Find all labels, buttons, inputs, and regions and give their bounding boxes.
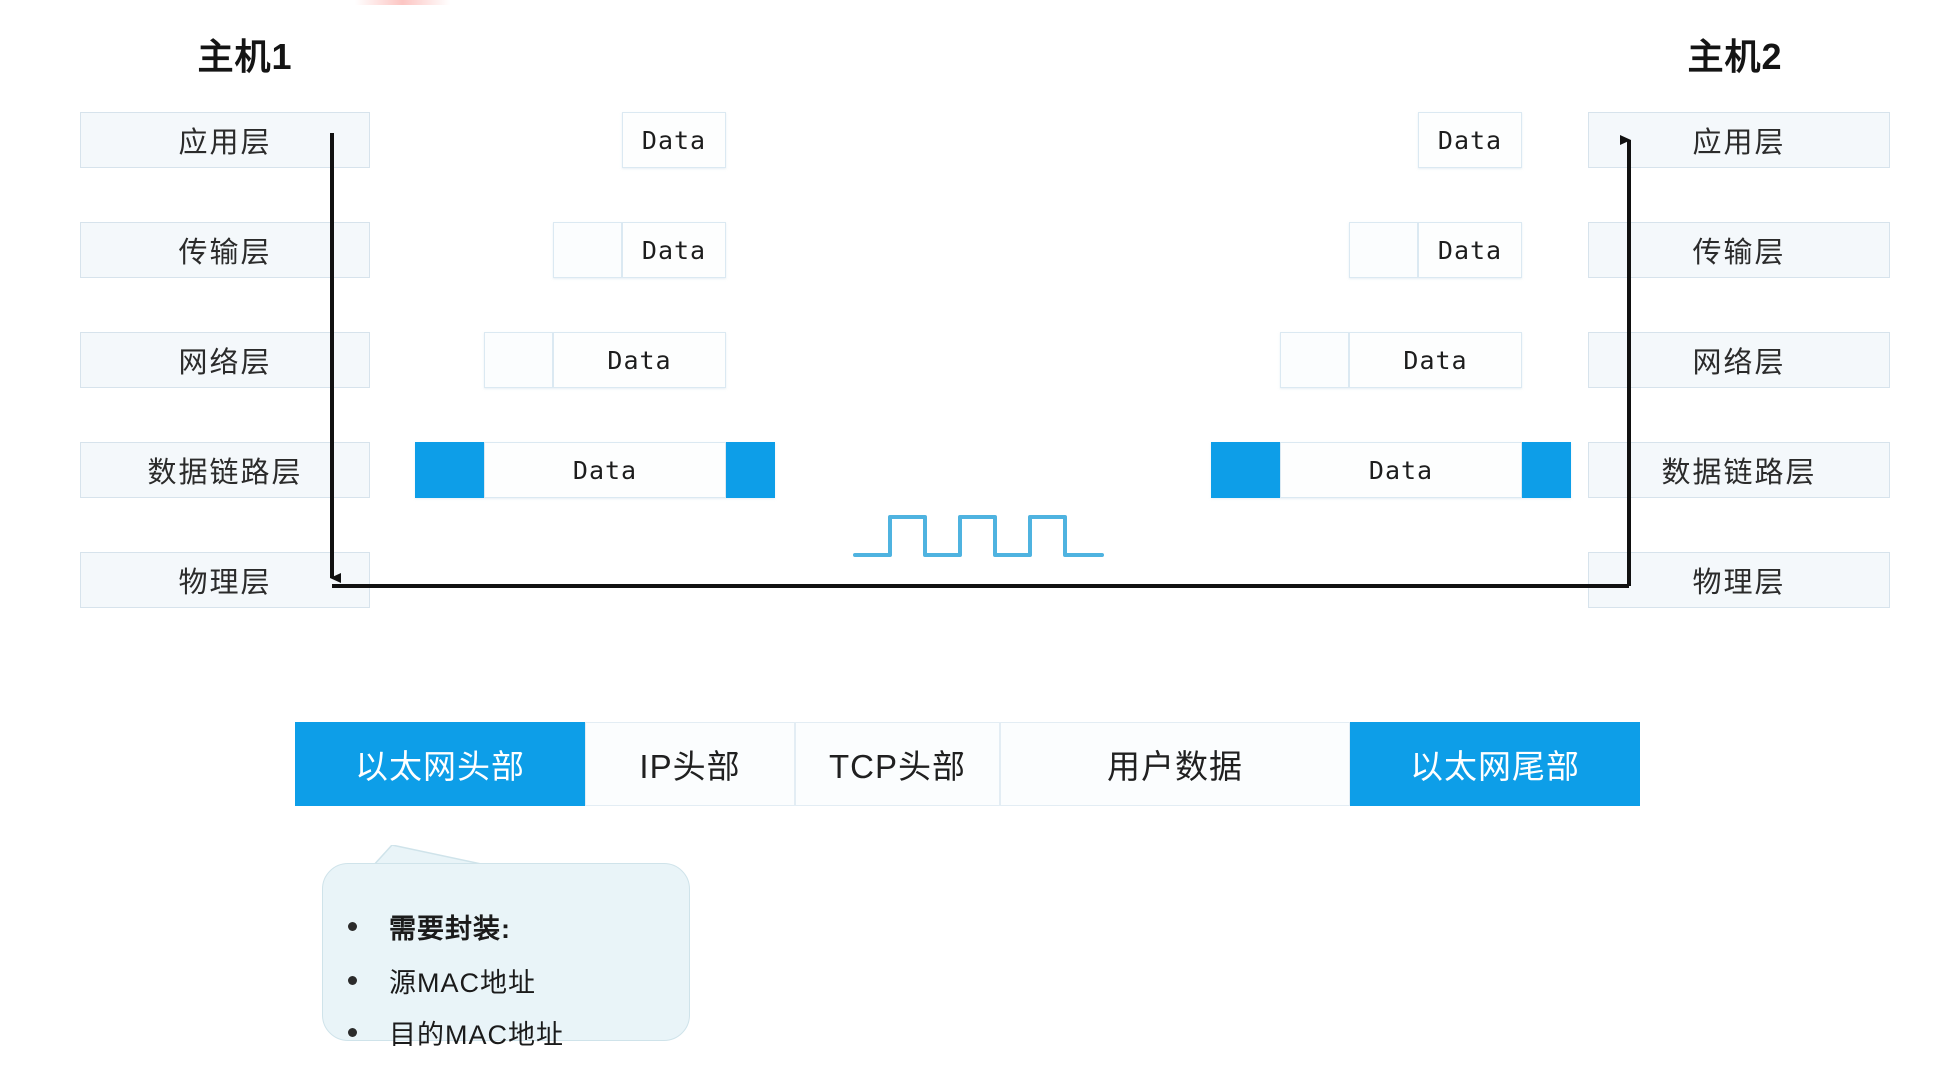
host2-layer-transport[interactable]: 传输层 <box>1588 222 1890 278</box>
encap-cell-ip-header[interactable]: IP头部 <box>585 722 795 806</box>
bullet-dot-icon <box>348 976 357 985</box>
host1-packet-network: Data <box>484 332 726 388</box>
packet-data-cell: Data <box>1418 222 1522 278</box>
host1-layer-physical[interactable]: 物理层 <box>80 552 370 608</box>
host1-packet-application: Data <box>622 112 726 168</box>
callout-item-label: 源MAC地址 <box>389 968 536 998</box>
host2-packet-network: Data <box>1280 332 1522 388</box>
host2-title: 主机2 <box>1687 36 1783 77</box>
host2-packet-application: Data <box>1418 112 1522 168</box>
packet-data-cell: Data <box>622 222 726 278</box>
host2-layer-application[interactable]: 应用层 <box>1588 112 1890 168</box>
packet-header-cell <box>1349 222 1418 278</box>
host1-title: 主机1 <box>197 36 293 77</box>
frame-trailer-block <box>726 442 775 498</box>
bullet-dot-icon <box>348 922 357 931</box>
packet-data-cell: Data <box>622 112 726 168</box>
encap-cell-ethernet-trailer[interactable]: 以太网尾部 <box>1350 722 1640 806</box>
host1-layer-transport[interactable]: 传输层 <box>80 222 370 278</box>
host1-layer-network[interactable]: 网络层 <box>80 332 370 388</box>
frame-trailer-block <box>1522 442 1571 498</box>
packet-header-cell <box>553 222 622 278</box>
host2-layer-physical[interactable]: 物理层 <box>1588 552 1890 608</box>
host1-frame-datalink: Data <box>415 442 775 498</box>
packet-header-cell <box>1280 332 1349 388</box>
frame-header-block <box>415 442 484 498</box>
top-edge-artifact <box>355 0 450 5</box>
packet-data-cell: Data <box>1280 442 1522 498</box>
callout-item: 源MAC地址 <box>348 961 678 1000</box>
callout-body <box>322 863 690 1041</box>
host1-layer-datalink[interactable]: 数据链路层 <box>80 442 370 498</box>
host1-packet-transport: Data <box>553 222 726 278</box>
callout-item-label: 目的MAC地址 <box>389 1020 564 1050</box>
host2-layer-network[interactable]: 网络层 <box>1588 332 1890 388</box>
bullet-dot-icon <box>348 1028 357 1037</box>
host2-frame-datalink: Data <box>1211 442 1571 498</box>
encapsulation-bar: 以太网头部 IP头部 TCP头部 用户数据 以太网尾部 <box>295 722 1640 806</box>
packet-header-cell <box>484 332 553 388</box>
frame-header-block <box>1211 442 1280 498</box>
square-wave-signal-icon <box>853 515 1104 557</box>
encap-cell-user-data[interactable]: 用户数据 <box>1000 722 1350 806</box>
packet-data-cell: Data <box>1418 112 1522 168</box>
host2-layer-datalink[interactable]: 数据链路层 <box>1588 442 1890 498</box>
callout-item: 需要封装: <box>348 907 678 946</box>
callout-item: 目的MAC地址 <box>348 1013 678 1052</box>
packet-data-cell: Data <box>1349 332 1522 388</box>
encapsulation-callout: 需要封装: 源MAC地址 目的MAC地址 <box>322 845 690 1050</box>
encap-cell-ethernet-header[interactable]: 以太网头部 <box>295 722 585 806</box>
encap-cell-tcp-header[interactable]: TCP头部 <box>795 722 1000 806</box>
packet-data-cell: Data <box>553 332 726 388</box>
callout-item-label: 需要封装: <box>389 914 511 944</box>
host1-layer-application[interactable]: 应用层 <box>80 112 370 168</box>
packet-data-cell: Data <box>484 442 726 498</box>
host2-packet-transport: Data <box>1349 222 1522 278</box>
